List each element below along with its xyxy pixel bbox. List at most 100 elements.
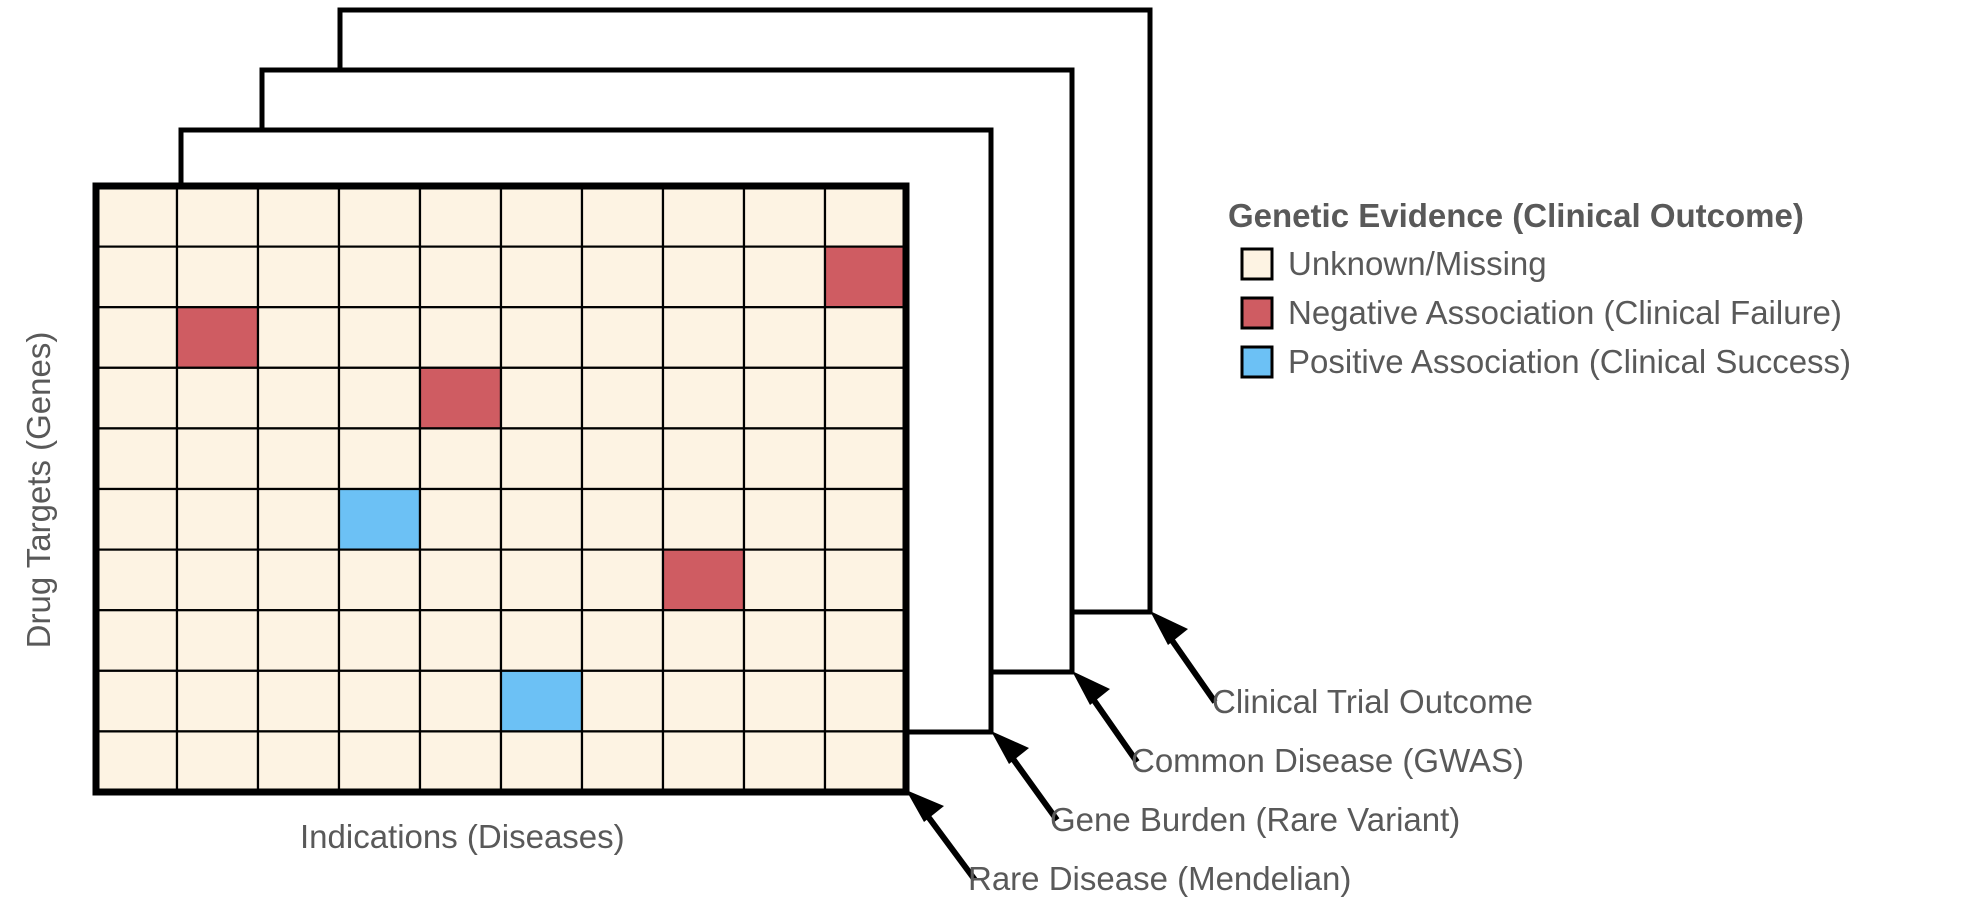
- matrix-cell[interactable]: [580, 427, 665, 491]
- matrix-cell[interactable]: [580, 730, 665, 794]
- matrix-cell[interactable]: [418, 669, 503, 733]
- matrix-cell[interactable]: [175, 669, 260, 733]
- matrix-cell[interactable]: [175, 487, 260, 551]
- matrix-cell[interactable]: [742, 487, 827, 551]
- matrix-cell[interactable]: [256, 245, 341, 309]
- matrix-cell[interactable]: [742, 184, 827, 248]
- matrix-cell[interactable]: [175, 609, 260, 672]
- matrix-cell[interactable]: [418, 366, 503, 430]
- matrix-cell[interactable]: [499, 306, 584, 369]
- matrix-cell[interactable]: [337, 609, 422, 672]
- matrix-cell[interactable]: [661, 669, 746, 733]
- matrix-cell[interactable]: [580, 487, 665, 551]
- matrix-cell[interactable]: [661, 245, 746, 309]
- matrix-cell[interactable]: [499, 184, 584, 248]
- matrix-cell[interactable]: [823, 487, 908, 551]
- matrix-cell[interactable]: [418, 609, 503, 672]
- matrix-cell[interactable]: [661, 306, 746, 369]
- matrix-cell[interactable]: [580, 306, 665, 369]
- matrix-cell[interactable]: [175, 730, 260, 794]
- matrix-cell[interactable]: [337, 548, 422, 612]
- matrix-cell[interactable]: [661, 184, 746, 248]
- matrix-cell[interactable]: [499, 730, 584, 794]
- matrix-cell[interactable]: [418, 306, 503, 369]
- matrix-cell[interactable]: [256, 730, 341, 794]
- matrix-cell[interactable]: [742, 730, 827, 794]
- matrix-cell[interactable]: [499, 427, 584, 491]
- matrix-cell[interactable]: [418, 730, 503, 794]
- matrix-cell[interactable]: [418, 245, 503, 309]
- matrix-cell[interactable]: [742, 366, 827, 430]
- matrix-cell[interactable]: [499, 487, 584, 551]
- matrix-cell[interactable]: [94, 609, 179, 672]
- matrix-cell[interactable]: [742, 306, 827, 369]
- matrix-cell[interactable]: [580, 609, 665, 672]
- matrix-cell[interactable]: [742, 548, 827, 612]
- matrix-cell[interactable]: [337, 427, 422, 491]
- matrix-cell[interactable]: [256, 669, 341, 733]
- matrix-cell[interactable]: [823, 669, 908, 733]
- matrix-cell[interactable]: [823, 184, 908, 248]
- matrix-cell[interactable]: [175, 366, 260, 430]
- matrix-cell[interactable]: [175, 548, 260, 612]
- matrix-cell[interactable]: [580, 184, 665, 248]
- matrix-cell[interactable]: [418, 487, 503, 551]
- matrix-cell[interactable]: [580, 245, 665, 309]
- matrix-cell[interactable]: [580, 548, 665, 612]
- matrix-cell[interactable]: [256, 184, 341, 248]
- matrix-cell[interactable]: [742, 245, 827, 309]
- matrix-cell[interactable]: [175, 184, 260, 248]
- matrix-cell[interactable]: [661, 366, 746, 430]
- matrix-cell[interactable]: [418, 427, 503, 491]
- matrix-cell[interactable]: [580, 366, 665, 430]
- matrix-cell[interactable]: [418, 184, 503, 248]
- matrix-cell[interactable]: [661, 548, 746, 612]
- matrix-cell[interactable]: [256, 366, 341, 430]
- matrix-cell[interactable]: [337, 184, 422, 248]
- matrix-cell[interactable]: [823, 548, 908, 612]
- matrix-cell[interactable]: [337, 306, 422, 369]
- matrix-cell[interactable]: [175, 427, 260, 491]
- matrix-cell[interactable]: [337, 669, 422, 733]
- matrix-cell[interactable]: [661, 427, 746, 491]
- matrix-cell[interactable]: [823, 306, 908, 369]
- matrix-cell[interactable]: [823, 245, 908, 309]
- matrix-cell[interactable]: [499, 366, 584, 430]
- matrix-cell[interactable]: [823, 366, 908, 430]
- matrix-cell[interactable]: [94, 245, 179, 309]
- matrix-cell[interactable]: [418, 548, 503, 612]
- matrix-cell[interactable]: [256, 427, 341, 491]
- matrix-cell[interactable]: [823, 609, 908, 672]
- matrix-cell[interactable]: [337, 487, 422, 551]
- matrix-cell[interactable]: [256, 306, 341, 369]
- matrix-cell[interactable]: [337, 730, 422, 794]
- matrix-cell[interactable]: [499, 609, 584, 672]
- matrix-cell[interactable]: [94, 669, 179, 733]
- matrix-cell[interactable]: [742, 427, 827, 491]
- matrix-cell[interactable]: [175, 306, 260, 369]
- matrix-cell[interactable]: [742, 669, 827, 733]
- matrix-cell[interactable]: [337, 366, 422, 430]
- matrix-cell[interactable]: [499, 548, 584, 612]
- matrix-cell[interactable]: [580, 669, 665, 733]
- matrix-cell[interactable]: [499, 669, 584, 733]
- matrix-cell[interactable]: [256, 609, 341, 672]
- matrix-cell[interactable]: [256, 487, 341, 551]
- matrix-cell[interactable]: [823, 427, 908, 491]
- matrix-cell[interactable]: [94, 730, 179, 794]
- matrix-cell[interactable]: [337, 245, 422, 309]
- matrix-cell[interactable]: [94, 306, 179, 369]
- matrix-cell[interactable]: [175, 245, 260, 309]
- matrix-cell[interactable]: [94, 487, 179, 551]
- matrix-cell[interactable]: [823, 730, 908, 794]
- matrix-cell[interactable]: [256, 548, 341, 612]
- matrix-cell[interactable]: [661, 487, 746, 551]
- matrix-cell[interactable]: [661, 730, 746, 794]
- matrix-cell[interactable]: [94, 184, 179, 248]
- matrix-cell[interactable]: [94, 366, 179, 430]
- matrix-cell[interactable]: [499, 245, 584, 309]
- matrix-cell[interactable]: [661, 609, 746, 672]
- matrix-cell[interactable]: [94, 427, 179, 491]
- matrix-cell[interactable]: [742, 609, 827, 672]
- matrix-cell[interactable]: [94, 548, 179, 612]
